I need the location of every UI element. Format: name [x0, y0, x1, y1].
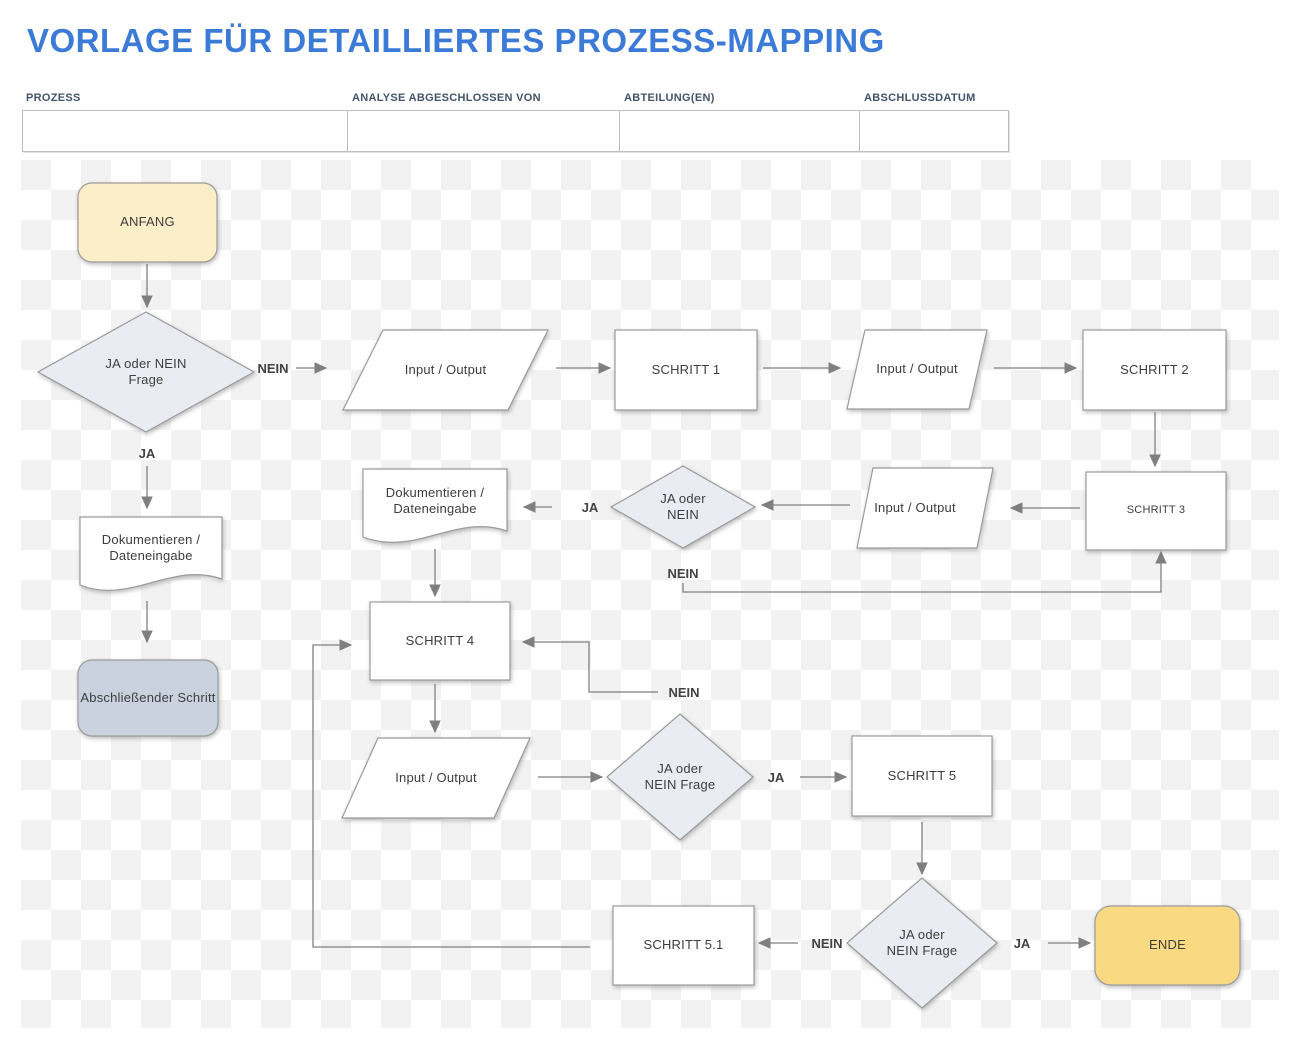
node-decision-1[interactable]	[36, 311, 256, 433]
label-decision-2: JA oder NEIN	[660, 490, 706, 522]
form-col-abschlussdatum: ABSCHLUSSDATUM	[859, 92, 1009, 152]
label-schritt-3: SCHRITT 3	[1126, 504, 1186, 517]
edge-label-nein-2: NEIN	[667, 565, 699, 581]
label-decision-1: JA oder NEIN Frage	[105, 355, 187, 387]
label-anfang: ANFANG	[120, 214, 175, 230]
prozess-label: PROZESS	[26, 92, 81, 104]
connector-d2-s3-nein	[682, 550, 1167, 593]
node-schritt-2[interactable]	[1082, 329, 1227, 411]
label-schritt-2: SCHRITT 2	[1120, 361, 1189, 377]
connector-d3-s4-nein	[521, 636, 658, 693]
node-decision-3[interactable]	[606, 713, 754, 841]
label-final-step: Abschließender Schritt	[80, 689, 216, 705]
process-info-form: PROZESS ANALYSE ABGESCHLOSSEN VON ABTEIL…	[22, 92, 1009, 152]
node-ende[interactable]	[1094, 905, 1241, 986]
label-input-output-1: Input / Output	[404, 361, 487, 377]
form-col-abteilung: ABTEILUNG(EN)	[619, 92, 860, 152]
label-input-output-3: Input / Output	[874, 499, 956, 515]
node-schritt-3[interactable]	[1085, 471, 1227, 551]
edge-label-nein-3: NEIN	[668, 684, 700, 700]
page-title: VORLAGE FÜR DETAILLIERTES PROZESS-MAPPIN…	[27, 22, 885, 59]
label-input-output-2: Input / Output	[876, 361, 958, 377]
edge-label-ja-2: JA	[581, 499, 599, 515]
abschlussdatum-label: ABSCHLUSSDATUM	[864, 92, 976, 104]
node-input-output-1[interactable]	[342, 329, 549, 411]
node-decision-4[interactable]	[846, 877, 998, 1009]
node-document-2[interactable]	[362, 468, 508, 543]
analyse-label: ANALYSE ABGESCHLOSSEN VON	[352, 92, 541, 104]
label-ende: ENDE	[1149, 937, 1186, 953]
node-decision-2[interactable]	[609, 465, 757, 549]
label-schritt-4: SCHRITT 4	[405, 632, 475, 648]
abteilung-label: ABTEILUNG(EN)	[624, 92, 715, 104]
node-input-output-4[interactable]	[341, 737, 531, 819]
abteilung-field[interactable]	[619, 110, 860, 152]
node-input-output-2[interactable]	[846, 329, 988, 410]
connector-s51-s4-loop	[312, 639, 590, 948]
label-schritt-5: SCHRITT 5	[887, 767, 957, 783]
edge-label-ja-3: JA	[767, 769, 785, 785]
node-document-1[interactable]	[79, 516, 223, 591]
flowchart-svg	[36, 182, 1241, 1009]
edge-label-nein-1: NEIN	[257, 360, 289, 376]
node-schritt-5-1[interactable]	[612, 905, 755, 986]
edge-label-ja-1: JA	[138, 445, 156, 461]
node-final-step[interactable]	[77, 659, 219, 737]
node-schritt-1[interactable]	[614, 329, 758, 411]
label-decision-4: JA oder NEIN Frage	[886, 926, 958, 958]
node-schritt-5[interactable]	[851, 735, 993, 817]
label-decision-3: JA oder NEIN Frage	[644, 760, 716, 792]
prozess-field[interactable]	[22, 110, 348, 152]
label-schritt-1: SCHRITT 1	[651, 361, 721, 377]
label-document-2: Dokumentieren / Dateneingabe	[385, 484, 485, 516]
flowchart-canvas: ANFANG JA oder NEIN Frage Input / Output…	[21, 160, 1279, 1028]
analyse-field[interactable]	[347, 110, 620, 152]
node-schritt-4[interactable]	[369, 601, 511, 681]
label-input-output-4: Input / Output	[395, 769, 477, 785]
edge-label-ja-4: JA	[1013, 935, 1031, 951]
node-input-output-3[interactable]	[856, 467, 994, 549]
form-col-prozess: PROZESS	[22, 92, 348, 152]
label-schritt-5-1: SCHRITT 5.1	[643, 937, 724, 953]
abschlussdatum-field[interactable]	[859, 110, 1009, 152]
edge-label-nein-4: NEIN	[811, 935, 843, 951]
label-document-1: Dokumentieren / Dateneingabe	[101, 531, 201, 563]
node-anfang[interactable]	[77, 182, 218, 263]
form-col-analyse: ANALYSE ABGESCHLOSSEN VON	[347, 92, 620, 152]
